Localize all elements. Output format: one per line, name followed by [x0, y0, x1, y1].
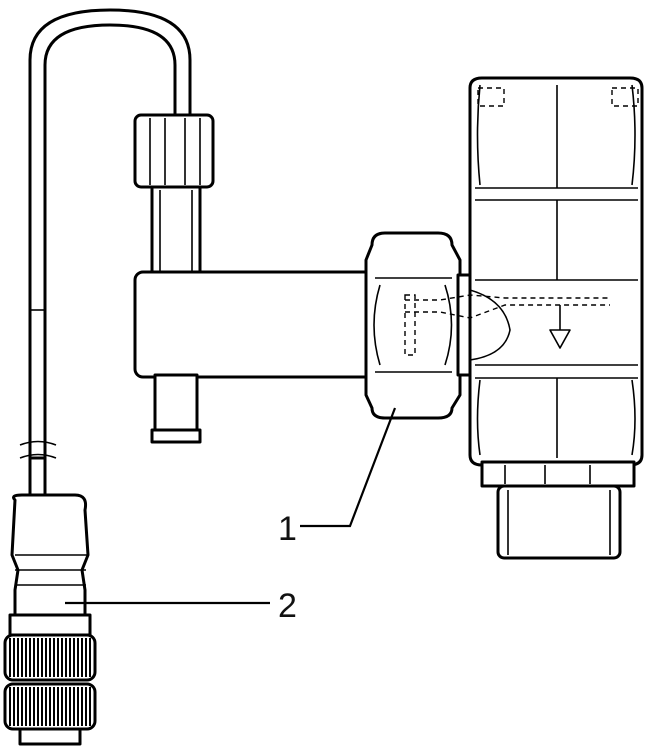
sensor-stem-lower [150, 373, 202, 444]
cable-lower [28, 456, 47, 500]
callout-number-2: 2 [278, 587, 297, 625]
cable-loop [28, 8, 192, 460]
callout-2: 2 [65, 587, 297, 625]
sensor-body [133, 270, 382, 379]
callout-1: 1 [278, 407, 397, 548]
union-nut [364, 231, 462, 420]
cable-gland-nut [133, 113, 215, 189]
callout-number-1: 1 [278, 510, 297, 548]
internal-paddle [404, 289, 610, 361]
t-fitting-body [468, 76, 644, 467]
connector-plug [3, 493, 97, 746]
outlet-fitting [480, 460, 636, 560]
connector-knurl [9, 638, 91, 726]
cable-break-mark [19, 440, 57, 459]
flow-arrow-icon [549, 305, 571, 349]
